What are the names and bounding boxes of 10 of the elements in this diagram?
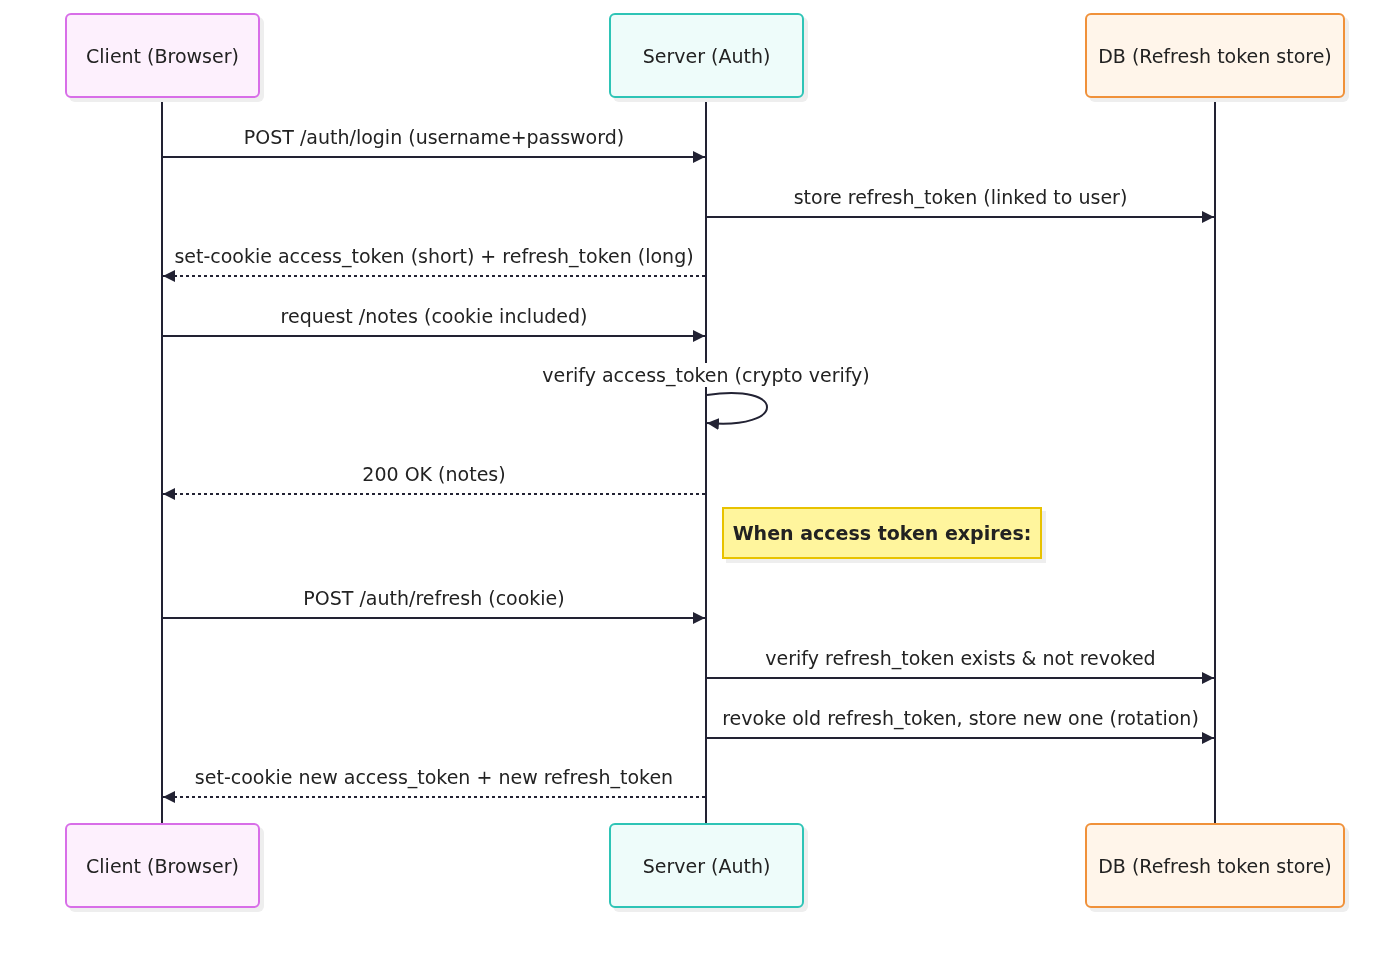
message-arrow bbox=[706, 732, 1215, 744]
message-arrow bbox=[706, 392, 768, 430]
message-arrow bbox=[706, 672, 1215, 684]
message-arrow bbox=[162, 330, 706, 342]
message-arrow bbox=[162, 270, 706, 282]
message-arrow bbox=[162, 791, 706, 803]
message-arrow bbox=[162, 612, 706, 624]
message-arrow bbox=[706, 211, 1215, 223]
message-arrow bbox=[162, 151, 706, 163]
message-arrow bbox=[162, 488, 706, 500]
